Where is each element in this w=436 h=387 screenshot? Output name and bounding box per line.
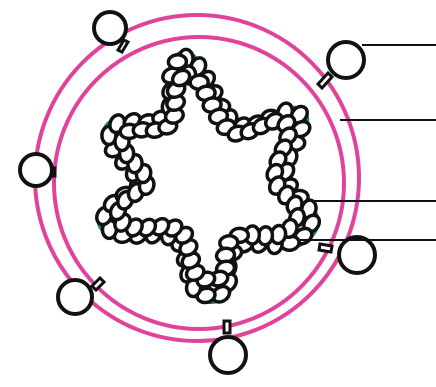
spike bbox=[318, 42, 364, 88]
spike bbox=[20, 154, 55, 186]
capsid bbox=[94, 49, 323, 305]
